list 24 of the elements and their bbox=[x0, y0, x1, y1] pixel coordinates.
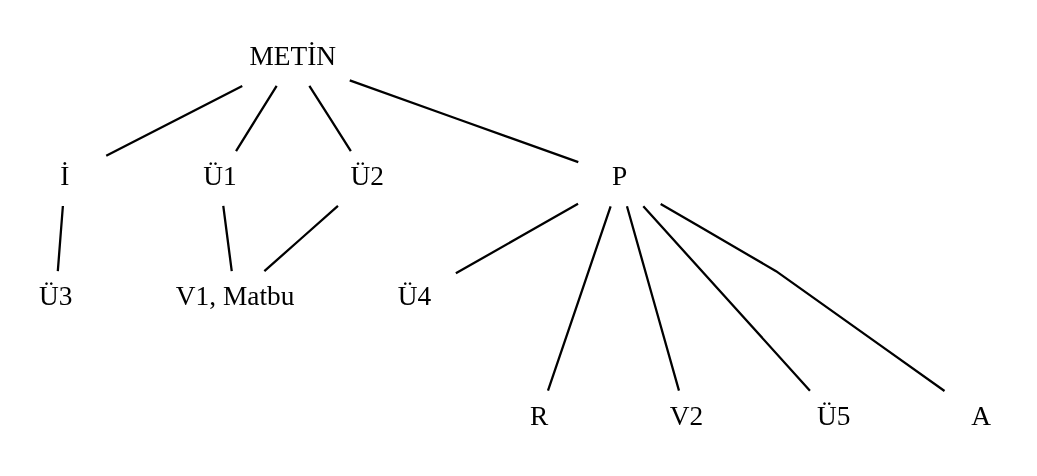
node-text: İ bbox=[60, 160, 70, 191]
connector bbox=[263, 204, 339, 272]
connector bbox=[235, 84, 278, 152]
node-text: METİN bbox=[249, 40, 337, 71]
connector bbox=[660, 202, 946, 392]
connector bbox=[222, 205, 233, 271]
node-text: Ü2 bbox=[350, 160, 385, 191]
node-text: Ü4 bbox=[397, 280, 432, 311]
connector bbox=[455, 202, 579, 274]
node-text: Ü1 bbox=[203, 160, 237, 191]
node-text: A bbox=[971, 400, 992, 431]
node-text: P bbox=[611, 160, 628, 191]
connector bbox=[349, 78, 579, 163]
node-text: Ü3 bbox=[39, 280, 73, 311]
node-text: V2 bbox=[669, 400, 704, 431]
node-text: V1, Matbu bbox=[175, 280, 295, 311]
connector bbox=[308, 84, 352, 152]
node-text: R bbox=[529, 400, 549, 431]
connector bbox=[56, 205, 65, 271]
connector bbox=[105, 84, 243, 157]
connector bbox=[625, 205, 681, 391]
connector bbox=[546, 205, 612, 391]
node-text: Ü5 bbox=[817, 400, 851, 431]
connector bbox=[642, 205, 811, 391]
